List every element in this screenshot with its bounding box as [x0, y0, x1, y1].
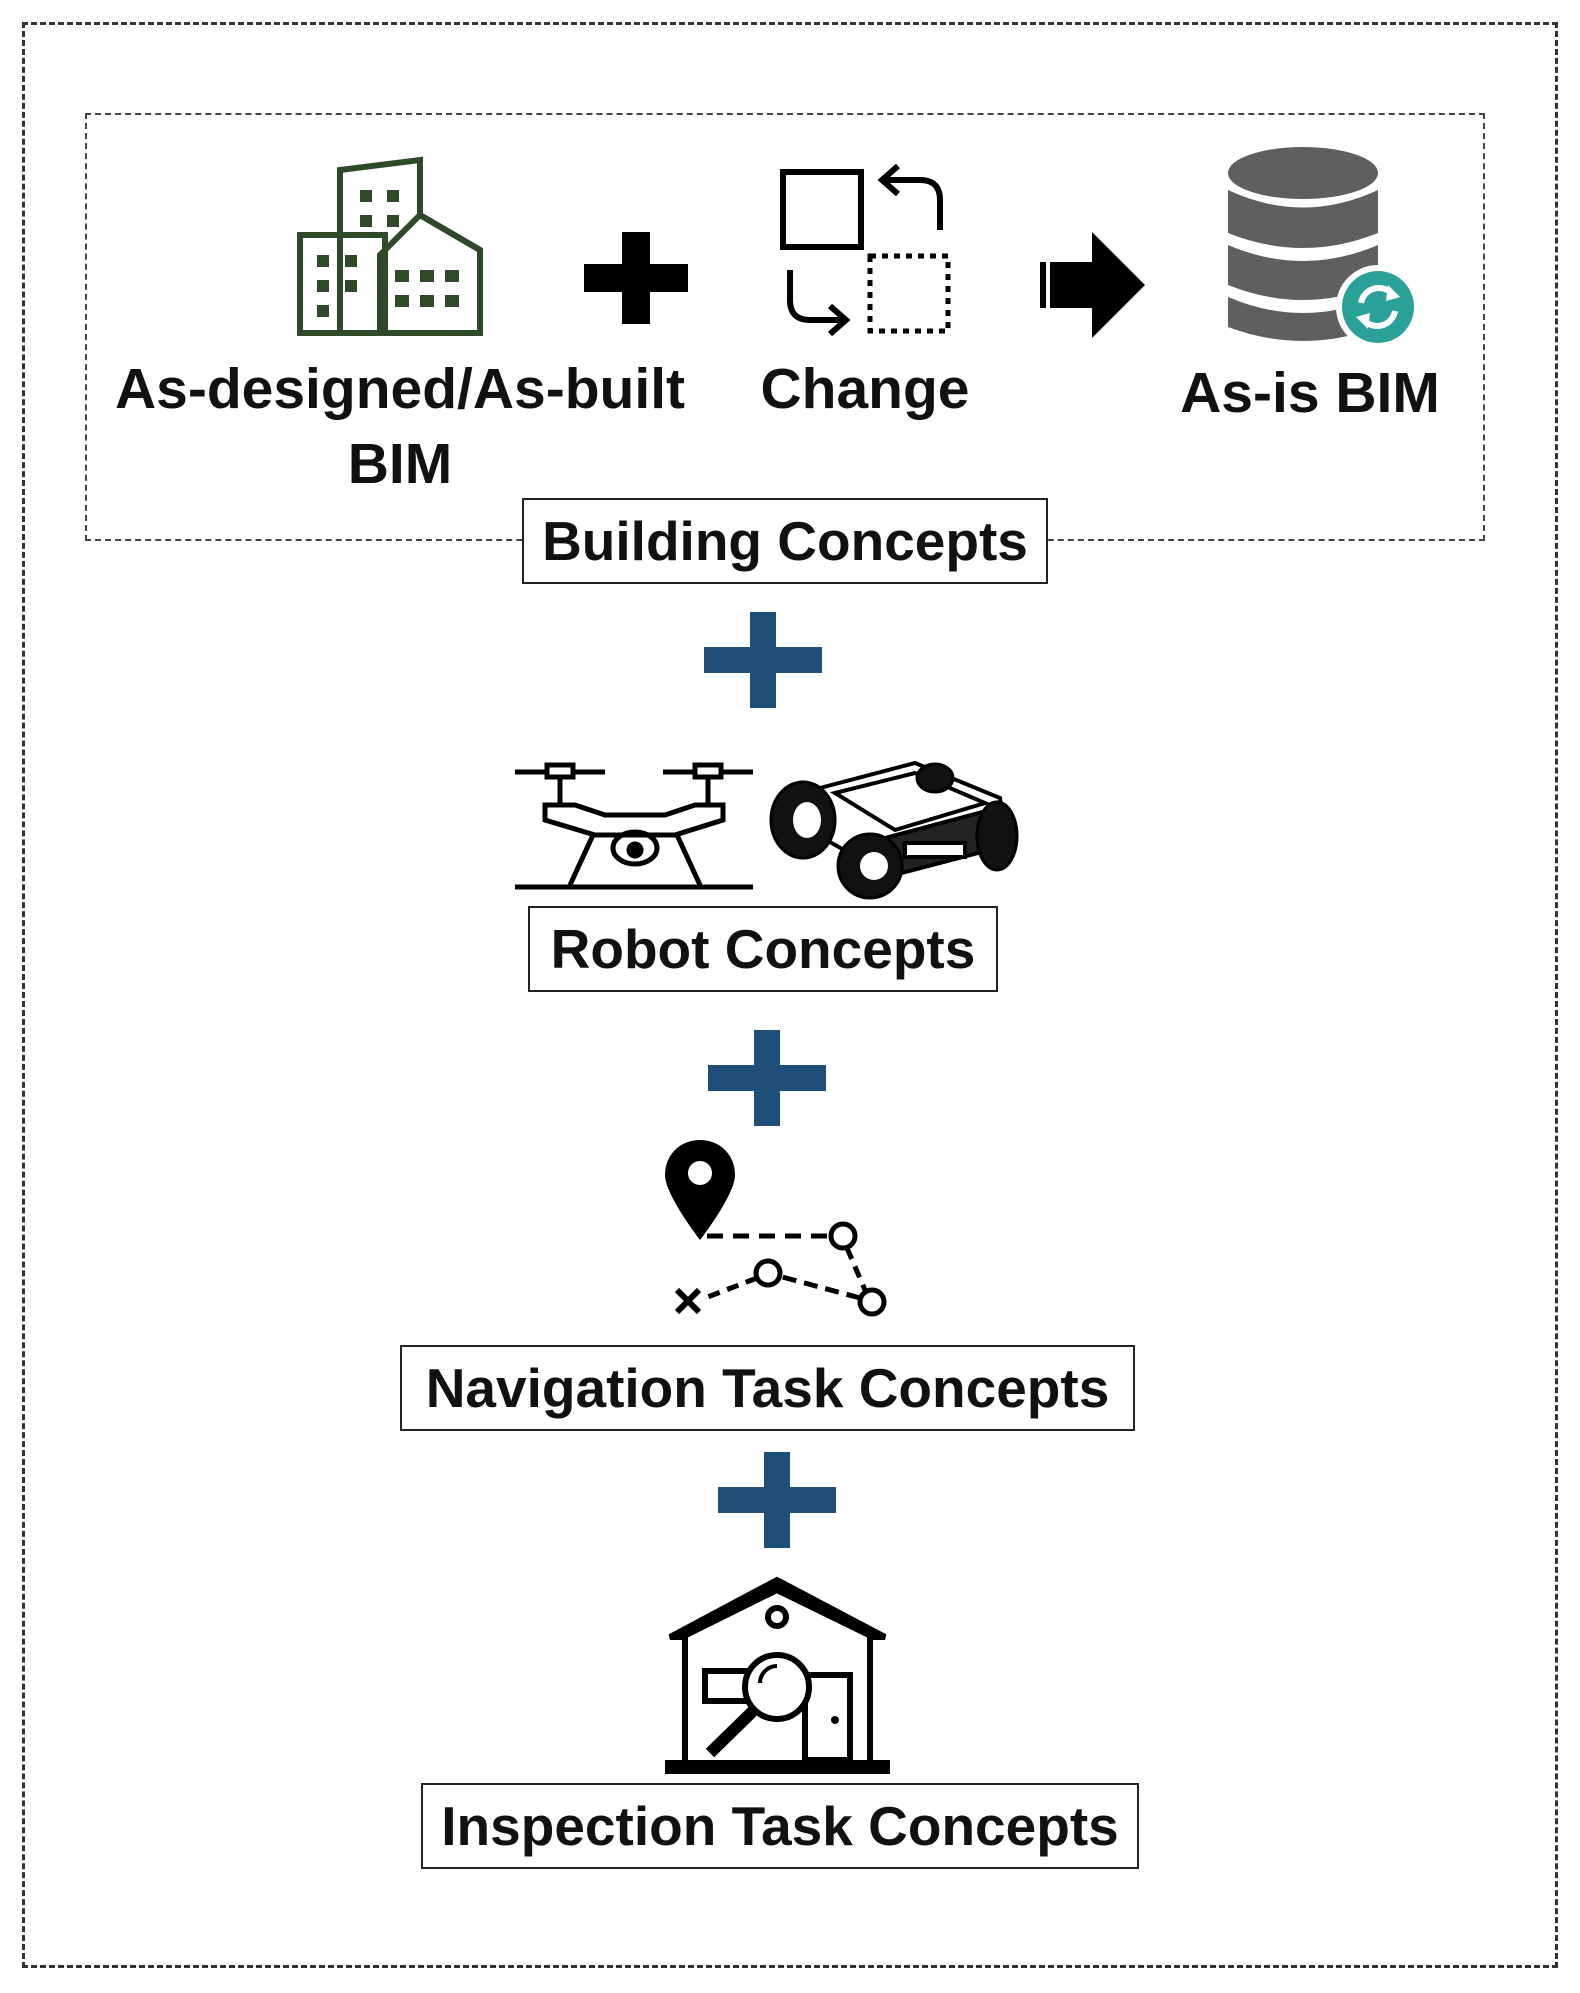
robot-concepts-box: Robot Concepts [528, 906, 998, 992]
drone-icon [515, 762, 753, 890]
buildings-icon [297, 156, 483, 336]
change-icon [780, 163, 951, 337]
building-concepts-box: Building Concepts [522, 498, 1048, 584]
navigation-path-icon [665, 1140, 887, 1317]
plus-icon [704, 612, 822, 708]
inspection-task-concepts-box: Inspection Task Concepts [421, 1783, 1139, 1869]
plus-icon [584, 232, 688, 324]
rover-icon [769, 760, 1019, 900]
navigation-task-concepts-box: Navigation Task Concepts [400, 1345, 1135, 1431]
change-label: Change [760, 357, 970, 421]
as-built-label-line1: As-designed/As-built [114, 357, 686, 421]
as-built-label-line2: BIM [347, 431, 453, 496]
plus-icon [708, 1030, 826, 1126]
outer-dashed-frame [22, 22, 1558, 1968]
asis-bim-label: As-is BIM [1180, 361, 1440, 425]
arrow-right-icon [1040, 232, 1145, 338]
plus-icon [718, 1452, 836, 1548]
house-inspection-icon [665, 1576, 890, 1774]
database-sync-icon [1228, 147, 1420, 349]
as-built-bim-label: As-designed/As-built BIM [105, 358, 695, 495]
